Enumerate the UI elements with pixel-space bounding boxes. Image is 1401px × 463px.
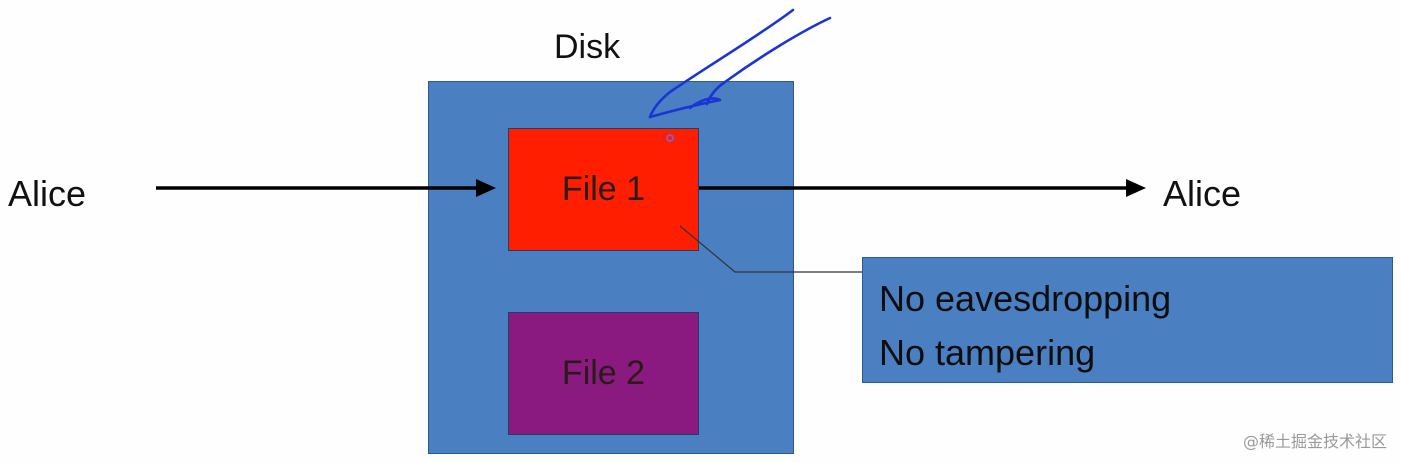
- file2-label: File 2: [561, 354, 646, 392]
- file1-box: File 1: [508, 128, 699, 251]
- callout-line-eavesdropping: No eavesdropping: [879, 278, 1172, 319]
- file1-label: File 1: [561, 170, 646, 208]
- sender-label: Alice: [8, 173, 87, 214]
- receiver-label: Alice: [1163, 173, 1242, 214]
- site-watermark: @稀土掘金技术社区: [1242, 432, 1387, 451]
- disk-label: Disk: [554, 28, 621, 66]
- callout-box: No eavesdropping No tampering: [862, 257, 1393, 383]
- file2-box: File 2: [508, 312, 699, 435]
- callout-line-tampering: No tampering: [879, 332, 1096, 373]
